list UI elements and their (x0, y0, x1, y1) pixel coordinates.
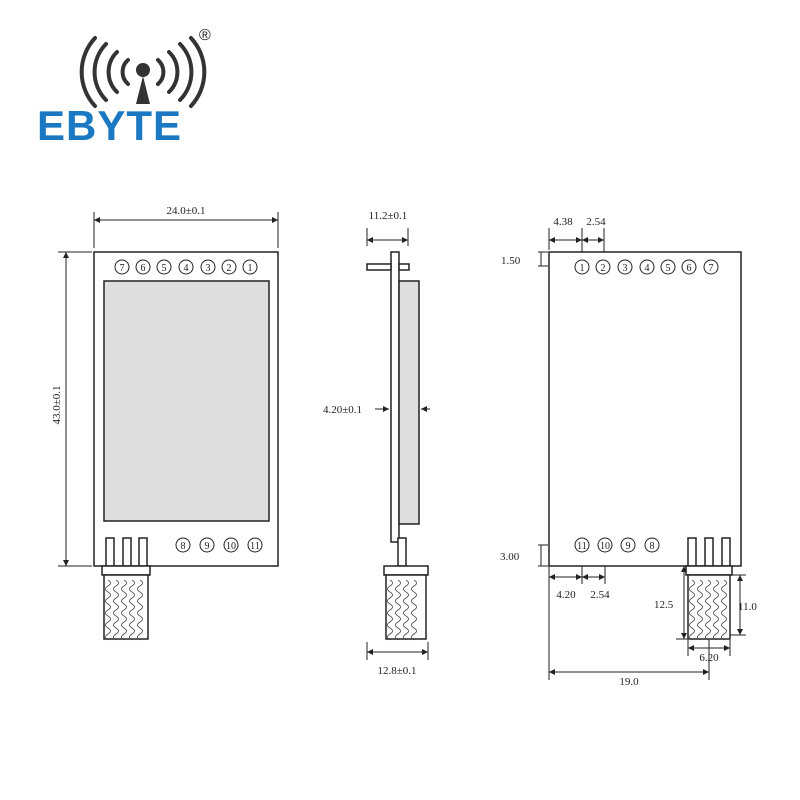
sma-connector-front (101, 537, 151, 641)
pin-pitch-bottom-label: 2.54 (590, 589, 610, 601)
top-margin-label: 1.50 (501, 255, 521, 267)
pin-label: 7 (709, 263, 714, 274)
front-width-label: 24.0±0.1 (166, 205, 205, 217)
board-edge (390, 251, 400, 543)
wireless-signal-icon (79, 36, 207, 108)
ebyte-logo: EBYTE ® (37, 27, 211, 149)
pin-label: 10 (226, 541, 236, 552)
pin-label: 6 (687, 263, 692, 274)
side-shield-label: 4.20±0.1 (323, 404, 362, 416)
pin-pitch-top-label: 2.54 (586, 216, 606, 228)
pin-label: 7 (120, 263, 125, 274)
pin-label: 1 (248, 263, 253, 274)
pin-label: 5 (666, 263, 671, 274)
brand-name: EBYTE (37, 102, 182, 149)
side-view: 11.2±0.1 4.20±0.1 12.8±0.1 (323, 210, 430, 677)
bottom-pin-offset-label: 4.20 (556, 589, 576, 601)
pin-label: 10 (600, 541, 610, 552)
side-thickness-label: 11.2±0.1 (369, 210, 408, 222)
pin-label: 4 (184, 263, 189, 274)
pin-label: 6 (141, 263, 146, 274)
antenna-length-label: 11.0 (738, 601, 757, 613)
pin-offset-label: 4.38 (553, 216, 573, 228)
bottom-margin-label: 3.00 (500, 551, 520, 563)
front-top-pins: 7 6 5 4 3 2 1 (114, 259, 258, 275)
pin-label: 3 (206, 263, 211, 274)
front-height-label: 43.0±0.1 (51, 385, 63, 424)
pin-label: 9 (626, 541, 631, 552)
module-board-back (548, 251, 742, 567)
pin-label: 11 (250, 541, 260, 552)
back-top-pins: 1 2 3 4 5 6 7 (574, 259, 719, 275)
shield-side (398, 280, 420, 525)
back-bottom-pins: 11 10 9 8 (574, 537, 660, 553)
pin-label: 4 (645, 263, 650, 274)
pin-label: 11 (577, 541, 587, 552)
sma-connector-back (685, 537, 733, 641)
registered-mark: ® (199, 27, 211, 44)
pin-label: 2 (601, 263, 606, 274)
antenna-position-label: 19.0 (619, 676, 639, 688)
pin-label: 9 (205, 541, 210, 552)
bottom-view: 4.38 2.54 1.50 1 2 3 4 5 6 7 11 10 9 8 (500, 216, 757, 688)
side-antenna-label: 12.8±0.1 (377, 665, 416, 677)
antenna-height-label: 12.5 (654, 599, 674, 611)
pin-label: 8 (181, 541, 186, 552)
shield-can (103, 280, 270, 522)
front-view: 24.0±0.1 43.0±0.1 7 6 5 4 3 2 1 8 9 10 1… (51, 205, 279, 641)
pin-label: 5 (162, 263, 167, 274)
pin-label: 1 (580, 263, 585, 274)
pin-label: 3 (623, 263, 628, 274)
pin-label: 2 (227, 263, 232, 274)
pin-label: 8 (650, 541, 655, 552)
front-bottom-pins: 8 9 10 11 (175, 537, 263, 553)
